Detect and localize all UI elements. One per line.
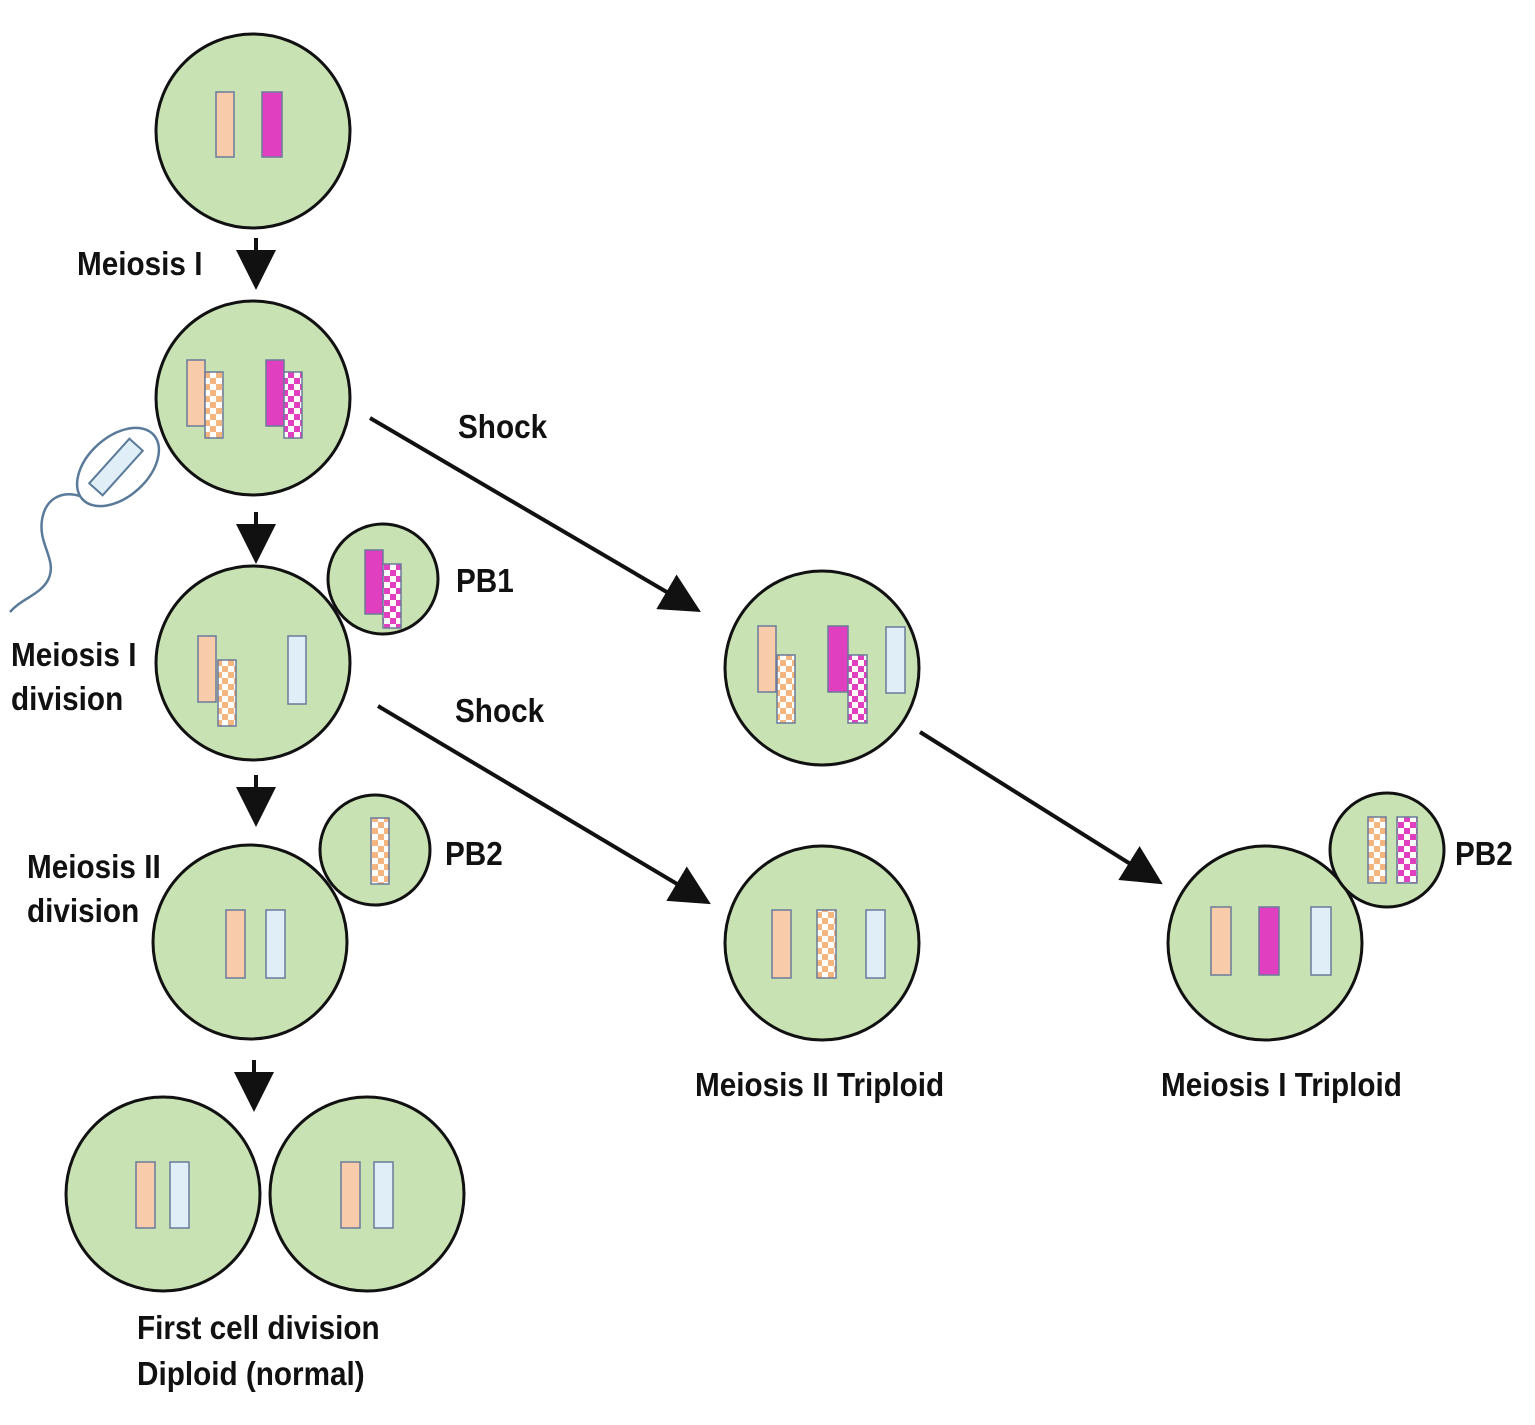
label-meiosis-1-division-line2: division: [11, 680, 124, 717]
label-meiosis-2-triploid: Meiosis II Triploid: [695, 1066, 945, 1103]
label-meiosis-1-triploid: Meiosis I Triploid: [1161, 1066, 1402, 1103]
shocked-meiosis-1-cell: [723, 569, 921, 767]
arrows: [234, 238, 1163, 1112]
arrow-shock-middle: [376, 704, 711, 905]
sperm-chromosome: [87, 437, 145, 497]
meiosis-1-triploid-cell: [1166, 844, 1364, 1042]
maternal-chromatid-checked: [204, 371, 224, 439]
label-first-cell-division-line1: First cell division: [137, 1309, 380, 1346]
label-meiosis-2-division-line2: division: [27, 892, 140, 929]
paternal-chromosome: [261, 91, 283, 158]
label-pb2-left: PB2: [445, 835, 503, 872]
polar-body-1: [326, 522, 440, 636]
label-shock-top: Shock: [458, 408, 548, 445]
label-first-cell-division-line2: Diploid (normal): [137, 1355, 365, 1392]
meiosis-2-division-cell: [151, 843, 349, 1041]
label-meiosis-1-division-line1: Meiosis I: [11, 636, 137, 673]
arrow-to-meiosis-1-triploid: [918, 730, 1163, 885]
meiosis-1-division-cell: [154, 564, 352, 762]
sperm-derived-chromosome: [287, 635, 307, 705]
oocyte-cell: [154, 32, 352, 230]
arrow-shock-top: [368, 416, 701, 613]
polar-body-2-right: [1328, 791, 1446, 909]
sperm-tail: [9, 493, 81, 613]
sperm: [9, 426, 161, 613]
meiosis-2-triploid-cell: [723, 844, 921, 1042]
label-pb1: PB1: [456, 562, 514, 599]
maternal-chromatid: [186, 359, 206, 427]
label-meiosis-1: Meiosis I: [77, 245, 203, 282]
label-meiosis-2-division-line1: Meiosis II: [27, 848, 161, 885]
label-pb2-right: PB2: [1455, 835, 1513, 872]
polar-body-2-left: [318, 793, 432, 907]
first-division-cell-left: [64, 1095, 262, 1293]
label-shock-middle: Shock: [455, 692, 545, 729]
paternal-chromatid: [265, 359, 285, 427]
first-division-cell-right: [268, 1095, 466, 1293]
maternal-chromosome: [215, 91, 235, 158]
paternal-chromatid-checked: [283, 371, 303, 439]
meiosis-1-cell: [154, 299, 352, 497]
